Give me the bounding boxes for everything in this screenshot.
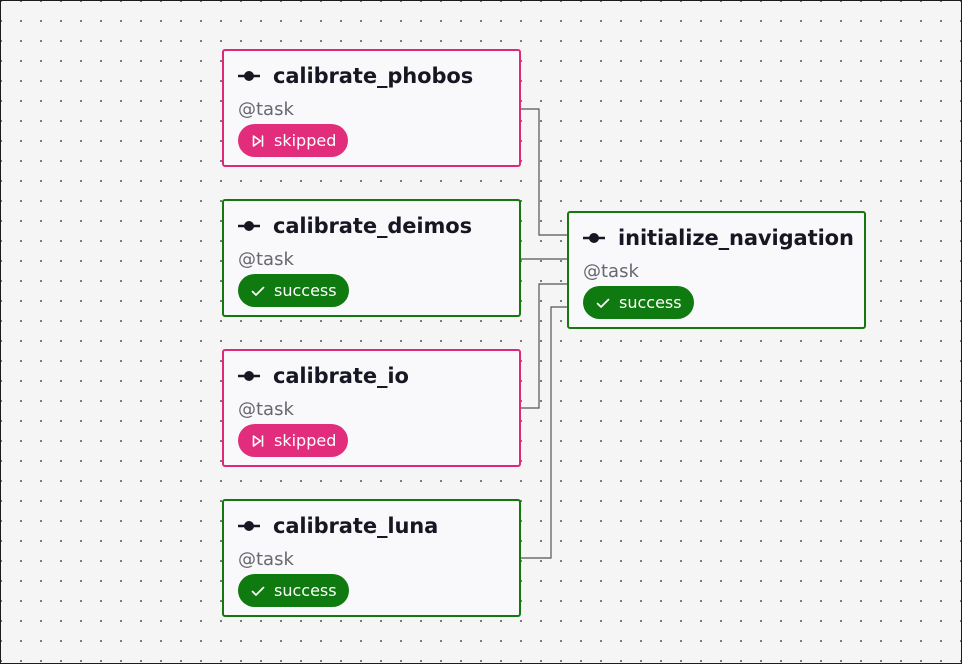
node-kind: @task (238, 249, 294, 270)
node-kind: @task (238, 399, 294, 420)
node-name: calibrate_deimos (273, 214, 473, 238)
node-title-row: calibrate_io (237, 364, 409, 388)
node-calibrate-io[interactable]: calibrate_io @task skipped (222, 349, 521, 467)
status-badge[interactable]: skipped (238, 124, 349, 157)
node-title-row: initialize_navigation (582, 226, 854, 250)
check-icon (251, 286, 265, 296)
node-title-row: calibrate_phobos (237, 64, 473, 88)
node-name: calibrate_io (273, 364, 409, 388)
task-node-icon (238, 221, 260, 231)
task-node-icon (238, 371, 260, 381)
node-name: calibrate_phobos (273, 64, 474, 88)
check-icon (596, 298, 610, 308)
edge-calibrate-io (521, 283, 569, 409)
node-calibrate-luna[interactable]: calibrate_luna @task success (222, 499, 521, 617)
status-label: success (274, 581, 337, 600)
task-node-icon (583, 233, 605, 243)
node-kind: @task (583, 261, 639, 282)
status-badge[interactable]: success (238, 274, 349, 307)
node-kind: @task (238, 99, 294, 120)
skip-forward-icon (252, 134, 264, 147)
task-node-icon (238, 71, 260, 81)
node-title-row: calibrate_deimos (237, 214, 472, 238)
skip-forward-icon (252, 434, 264, 447)
status-badge[interactable]: skipped (238, 424, 349, 457)
node-title-row: calibrate_luna (237, 514, 438, 538)
task-node-icon (238, 521, 260, 531)
status-badge[interactable]: success (238, 574, 349, 607)
node-initialize-navigation[interactable]: initialize_navigation @task success (567, 211, 866, 329)
status-badge[interactable]: success (583, 286, 694, 319)
status-label: success (274, 281, 337, 300)
node-calibrate-deimos[interactable]: calibrate_deimos @task success (222, 199, 521, 317)
node-name: calibrate_luna (273, 514, 439, 538)
status-label: skipped (274, 431, 337, 450)
node-calibrate-phobos[interactable]: calibrate_phobos @task skipped (222, 49, 521, 167)
check-icon (251, 586, 265, 596)
node-kind: @task (238, 549, 294, 570)
node-name: initialize_navigation (618, 226, 854, 250)
status-label: success (619, 293, 682, 312)
status-label: skipped (274, 131, 337, 150)
edge-calibrate-luna (521, 306, 569, 559)
edge-calibrate-phobos (521, 108, 569, 236)
